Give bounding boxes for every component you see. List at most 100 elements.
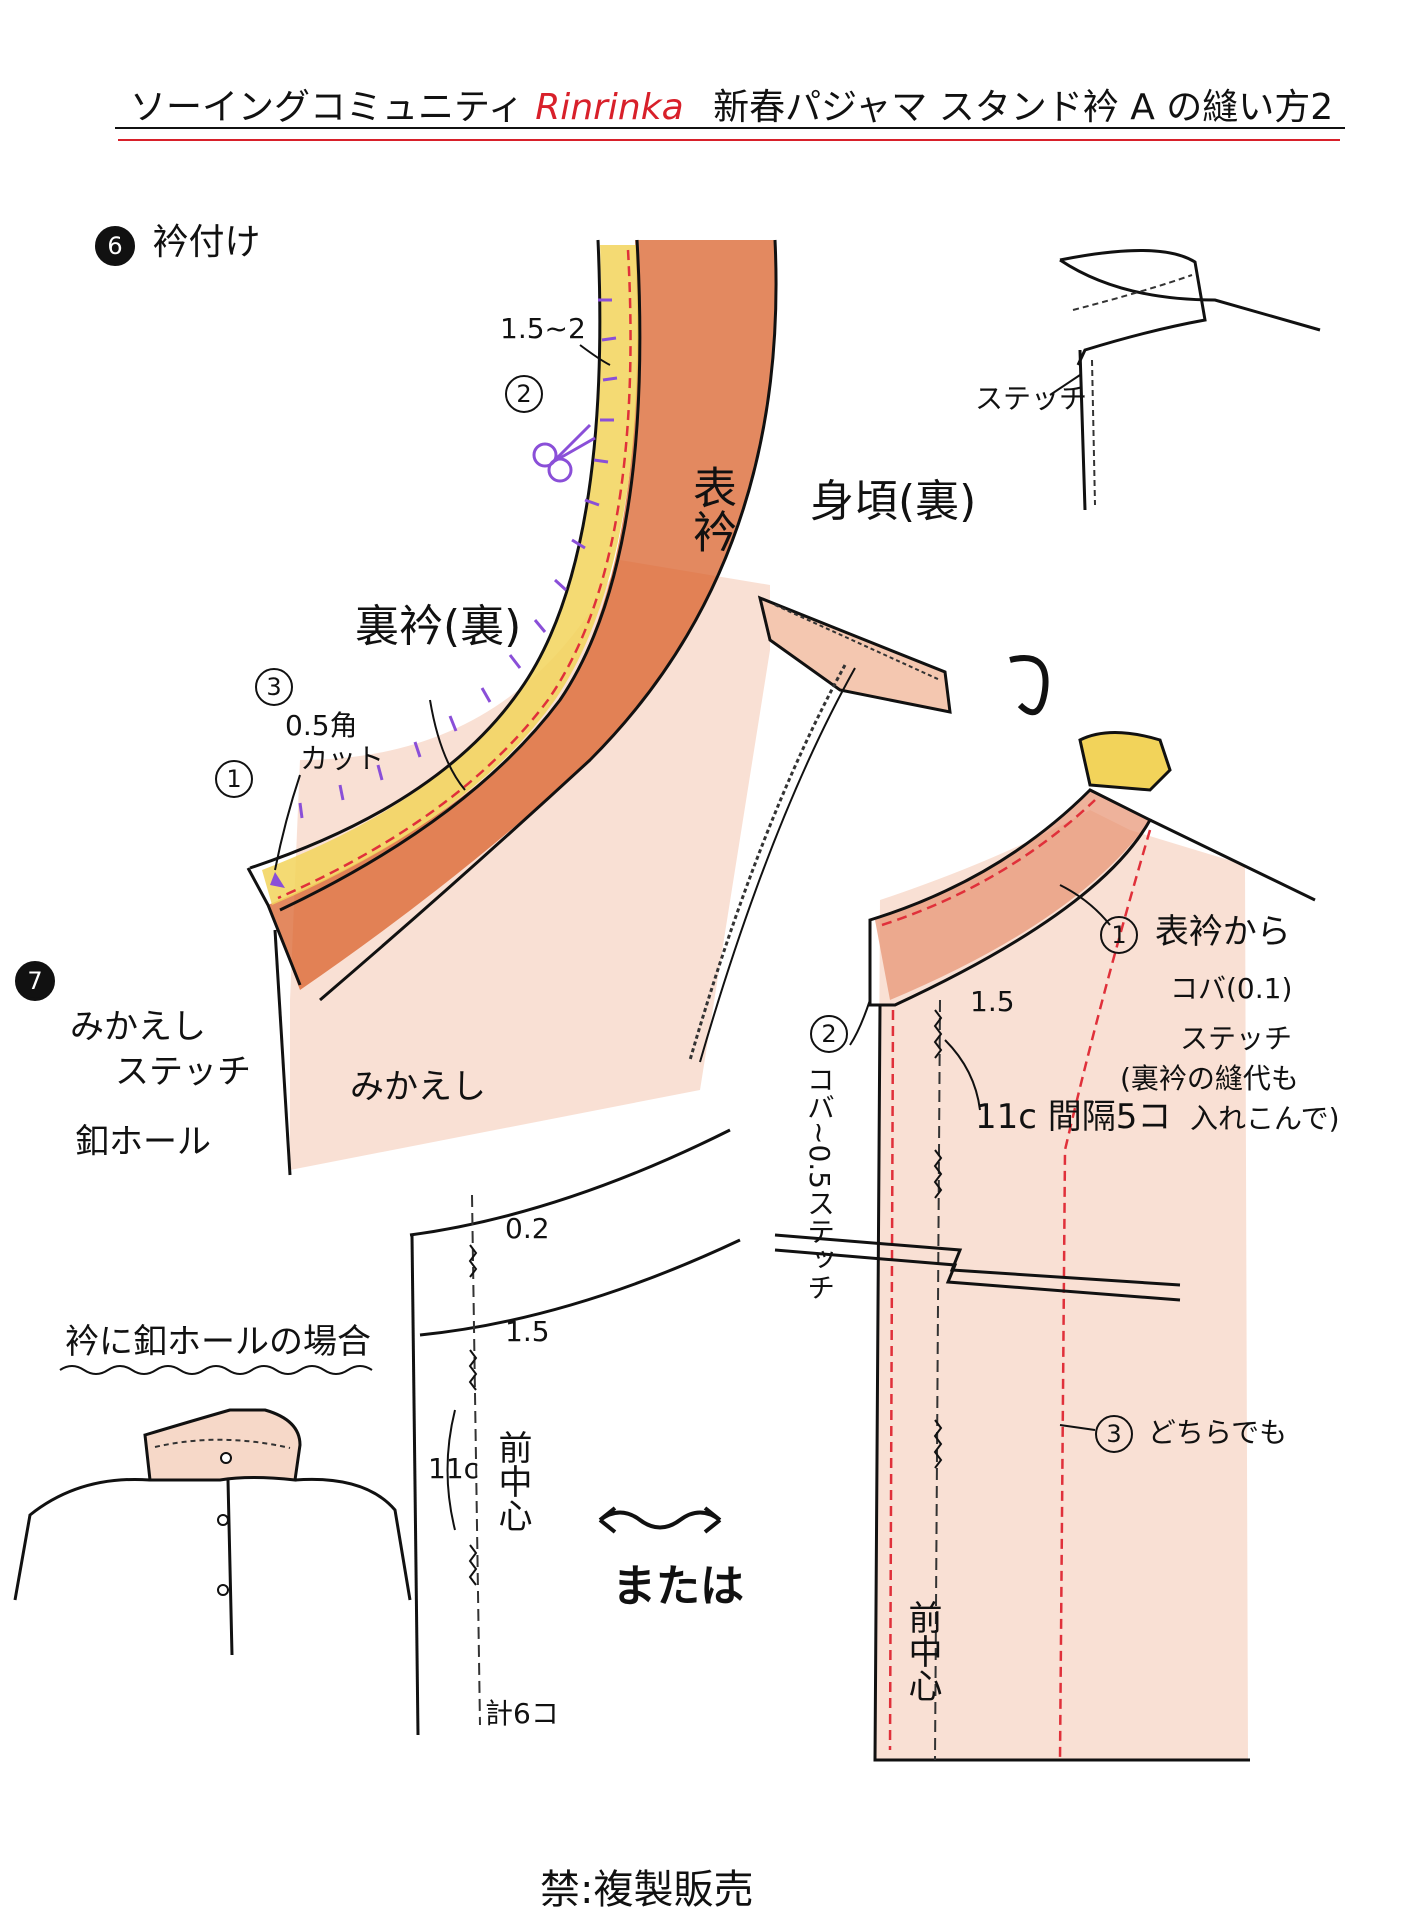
- right-note1-num: 1: [1100, 916, 1138, 954]
- left-centre-line: [471, 1194, 481, 1726]
- or-label: または: [612, 1561, 744, 1612]
- scissors-icon: [532, 423, 596, 483]
- collar-end: [246, 867, 302, 986]
- facing-label: みかえし: [350, 1067, 486, 1107]
- page-title: ソーイングコミュニティ Rinrinka 新春パジャマ スタンド衿 A の縫い方…: [130, 78, 1333, 130]
- inset-collar: [1059, 249, 1207, 366]
- leader-clip: [579, 344, 611, 366]
- collar-seam-stitch: [277, 249, 632, 900]
- right-note1: 1 表衿から: [1100, 915, 1291, 954]
- collar-outline-inner: [249, 239, 602, 870]
- title-brand: Rinrinka: [535, 87, 684, 128]
- front-edge-line: [699, 667, 856, 1063]
- heading-wavy-underline: [59, 1365, 373, 1375]
- left-dim-02: 0.2: [505, 1212, 550, 1245]
- corner-cut-mark: [270, 872, 285, 888]
- right-interval: 11c 間隔5コ: [975, 1097, 1172, 1137]
- right-stitch-collar: [881, 799, 1096, 927]
- right-stitch-option: [1058, 829, 1152, 1761]
- curved-arrow-icon: [1009, 655, 1049, 716]
- step7-line3: 釦ホール: [75, 1122, 211, 1162]
- callout-1-num: 1: [215, 760, 253, 798]
- right-note3-text: どちらでも: [1147, 1416, 1288, 1449]
- right-note2-num: 2: [810, 1015, 848, 1053]
- callout-2-num: 2: [505, 375, 543, 413]
- left-total: 計6コ: [485, 1697, 559, 1730]
- inset-neckline: [1059, 258, 1321, 332]
- shirt-buttons: [217, 1452, 232, 1596]
- body-outline-left: [273, 929, 292, 1176]
- inset-stitch: [1072, 274, 1193, 506]
- right-collar-top: [1078, 731, 1172, 792]
- step7-line1: みかえし: [70, 1007, 206, 1047]
- right-note3-num: 3: [1095, 1415, 1133, 1453]
- right-dim-15: 1.5: [970, 985, 1015, 1018]
- left-dim-15: 1.5: [505, 1315, 550, 1348]
- inset-leader: [1049, 374, 1081, 396]
- right-center-front: 前中心: [902, 1600, 942, 1702]
- footer-notice: 禁:複製販売: [540, 1867, 754, 1913]
- corner-cut-label-2: カット: [300, 742, 385, 775]
- break-line-2: [774, 1248, 1181, 1302]
- callout-3-num: 3: [255, 668, 293, 706]
- front-edge-serging: [688, 664, 847, 1061]
- right-note2-text: コバ~0.5ステッチ: [803, 1065, 836, 1301]
- callout-2: 2: [505, 375, 549, 413]
- inset-stitch-label: ステッチ: [975, 382, 1088, 415]
- right-buttonholes: [933, 1009, 943, 1469]
- step7-number: 7: [15, 961, 55, 1001]
- left-collar-lower: [419, 1238, 741, 1337]
- double-arrow-icon: [598, 1506, 722, 1534]
- left-buttonholes: [468, 1244, 478, 1586]
- leader-ura: [429, 699, 466, 791]
- right-front-fill: [875, 810, 1248, 1760]
- right-note1-a: 表衿から: [1154, 912, 1291, 952]
- facing-crayon-fill: [290, 560, 770, 1170]
- left-heading: 衿に釦ホールの場合: [65, 1322, 371, 1362]
- shirt-collar-stitch: [154, 1438, 291, 1449]
- right-shoulder: [1149, 818, 1316, 902]
- collar-outline-outer: [319, 239, 778, 1002]
- clip-marks: [298, 298, 618, 819]
- right-front-edge: [873, 1004, 1250, 1762]
- outer-collar-band: [268, 240, 777, 990]
- left-front-edge: [410, 1234, 420, 1736]
- right-note3: 3 どちらでも: [1095, 1415, 1287, 1453]
- shirt-body: [13, 1477, 412, 1656]
- right-centre-line: [934, 999, 941, 1761]
- right-collar-outline: [868, 788, 1153, 1007]
- leader-interval: [944, 1039, 981, 1111]
- right-note1-e: 入れこんで): [1190, 1102, 1340, 1135]
- step7-line2: ステッチ: [115, 1052, 251, 1092]
- step7-heading: 7: [15, 960, 61, 1001]
- step6-heading: 6 衿付け: [95, 225, 260, 266]
- step6-number: 6: [95, 226, 135, 266]
- callout-1: 1: [215, 760, 259, 798]
- right-note2-num-wrap: 2: [810, 1015, 854, 1053]
- right-note1-d: (裏衿の縫代も: [1120, 1062, 1299, 1095]
- shoulder-serging: [774, 604, 941, 681]
- label-migoro: 身頃(裏): [810, 476, 977, 527]
- left-center-front: 前中心: [492, 1430, 532, 1532]
- step6-title: 衿付け: [152, 222, 261, 263]
- dim-clip: 1.5~2: [500, 312, 586, 345]
- leader-cut: [274, 774, 301, 871]
- left-interval-brace: [446, 1409, 456, 1531]
- collar-outline-mid: [279, 239, 642, 912]
- corner-cut-label: 0.5角: [285, 709, 358, 742]
- break-line: [774, 1233, 1181, 1287]
- title-prefix: ソーイングコミュニティ: [130, 87, 524, 128]
- inner-collar-band: [262, 245, 639, 905]
- right-note1-b: コバ(0.1): [1170, 972, 1293, 1005]
- label-ura-eri: 裏衿(裏): [355, 601, 522, 652]
- right-note1-c: ステッチ: [1180, 1022, 1293, 1055]
- leader-option: [1059, 1424, 1096, 1431]
- shirt-collar: [143, 1408, 302, 1482]
- label-omote-eri: 表衿: [685, 465, 736, 553]
- right-collar-band: [875, 790, 1150, 1000]
- leader-note2: [849, 999, 871, 1046]
- inset-front-edge: [1078, 349, 1087, 511]
- shoulder-seam: [757, 595, 952, 714]
- left-collar-outline: [409, 1128, 731, 1237]
